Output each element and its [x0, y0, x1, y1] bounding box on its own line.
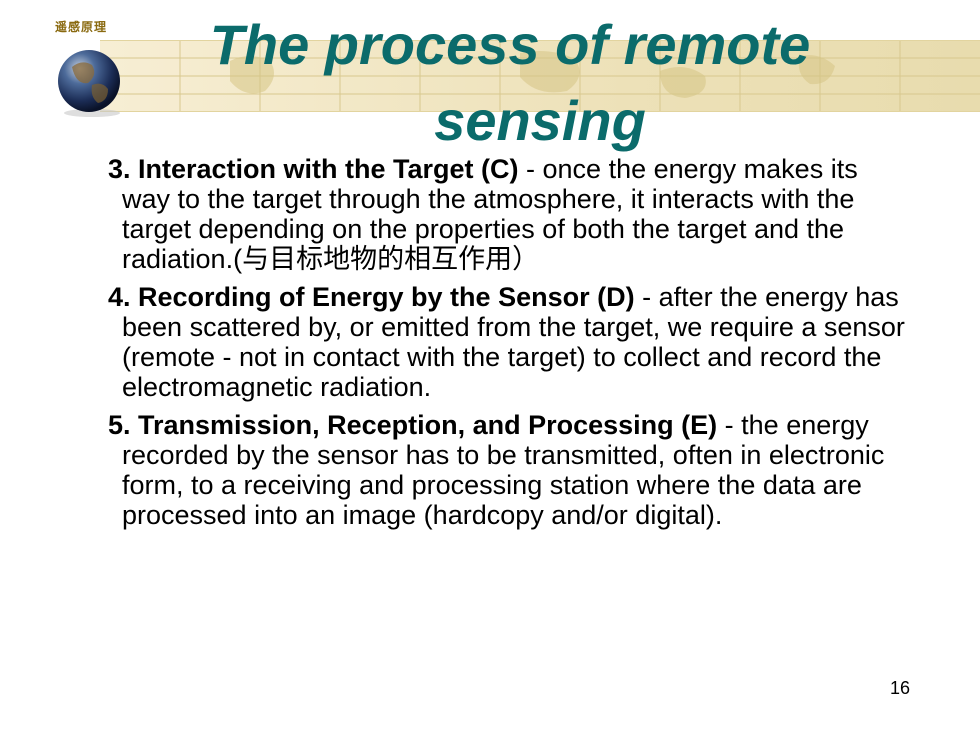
item-heading: 3. Interaction with the Target (C) — [108, 154, 519, 184]
header-banner — [100, 40, 980, 112]
list-item: 4. Recording of Energy by the Sensor (D)… — [108, 282, 908, 402]
title-line-1: The process of remote — [209, 13, 811, 76]
list-item: 5. Transmission, Reception, and Processi… — [108, 410, 908, 530]
logo-text: 遥感原理 — [55, 20, 108, 34]
page-number: 16 — [890, 678, 911, 698]
item-body: - after the energy has been scattered by… — [122, 282, 905, 402]
item-heading: 4. Recording of Energy by the Sensor (D) — [108, 282, 635, 312]
item-heading: 5. Transmission, Reception, and Processi… — [108, 410, 718, 440]
world-map-grid — [100, 41, 980, 111]
item-body: - the energy recorded by the sensor has … — [122, 410, 885, 530]
item-body: - once the energy makes its way to the t… — [122, 154, 858, 274]
content-list: 3. Interaction with the Target (C) - onc… — [108, 154, 908, 538]
slide-title: The process of remote sensing — [160, 13, 860, 152]
title-line-2: sensing — [434, 89, 646, 152]
globe-icon — [58, 50, 120, 117]
list-item: 3. Interaction with the Target (C) - onc… — [108, 154, 908, 274]
